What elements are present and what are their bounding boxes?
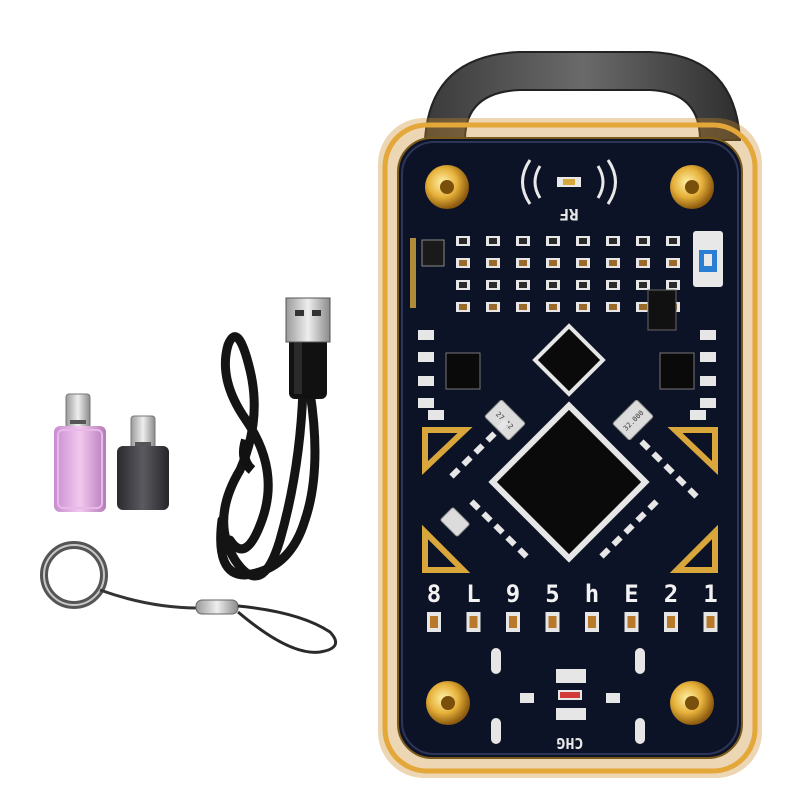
- resistor: [651, 451, 663, 463]
- segment-digit: 8: [427, 580, 441, 608]
- smd-part: [700, 330, 716, 340]
- secondary-chip: [532, 323, 606, 397]
- resistor: [639, 439, 651, 451]
- resistor: [687, 487, 699, 499]
- resistor: [611, 535, 623, 547]
- resistor: [517, 547, 529, 559]
- crystal-right: 32.000: [612, 399, 654, 441]
- led-body: [667, 616, 675, 628]
- smd-part-center: [489, 304, 497, 310]
- side-chip-right: [659, 352, 695, 390]
- led-body: [588, 616, 596, 628]
- smd-part-center: [579, 282, 587, 288]
- smd-part-center: [519, 304, 527, 310]
- smd-part-center: [609, 260, 617, 266]
- smd-part-center: [459, 238, 467, 244]
- smd-part-center: [549, 238, 557, 244]
- smd-part: [700, 398, 716, 408]
- smd-part-center: [489, 282, 497, 288]
- smd-part-center: [609, 238, 617, 244]
- led-body: [509, 616, 517, 628]
- segment-digit: 1: [703, 580, 717, 608]
- segment-digit: 9: [506, 580, 520, 608]
- smd-part: [418, 330, 434, 340]
- smd-part-center: [519, 282, 527, 288]
- pink-usb-c-adapter: [54, 393, 106, 512]
- usb-cable: [216, 297, 331, 581]
- resistor: [493, 523, 505, 535]
- resistor: [623, 523, 635, 535]
- rf-antenna-icon: [521, 159, 617, 205]
- smd-part-center: [459, 282, 467, 288]
- smd-part-center: [459, 304, 467, 310]
- segment-digit: 5: [545, 580, 559, 608]
- slide-switch: [693, 231, 723, 287]
- smd-part: [418, 398, 434, 408]
- keyring-lanyard: [40, 541, 338, 654]
- side-chip-left: [445, 352, 481, 390]
- led-body: [430, 616, 438, 628]
- smd-part-center: [609, 282, 617, 288]
- smd-part-center: [549, 282, 557, 288]
- segment-digit: E: [624, 580, 638, 608]
- resistor: [473, 443, 485, 455]
- smd-part: [700, 376, 716, 386]
- smd-part-center: [579, 238, 587, 244]
- led-body: [706, 616, 715, 628]
- rf-label: RF: [559, 205, 578, 224]
- smd-part-center: [549, 304, 557, 310]
- charge-label: CHG: [556, 734, 583, 752]
- smd-part-center: [489, 260, 497, 266]
- resistor: [497, 419, 509, 431]
- resistor: [599, 547, 611, 559]
- smd-part-center: [639, 260, 647, 266]
- led-body: [469, 616, 478, 628]
- bottom-components: [491, 648, 645, 744]
- smd-part-center: [609, 304, 617, 310]
- smd-part-center: [639, 282, 647, 288]
- led-body: [548, 616, 557, 628]
- resistor-chains: [449, 419, 699, 559]
- resistor: [635, 511, 647, 523]
- resistor: [485, 431, 497, 443]
- segment-digit: 2: [664, 580, 678, 608]
- resistor: [647, 499, 659, 511]
- resistor: [449, 467, 461, 479]
- smd-part-center: [669, 260, 677, 266]
- gold-triangles: [422, 427, 718, 573]
- smd-part-center: [669, 238, 677, 244]
- smd-part-center: [579, 304, 587, 310]
- smd-part-center: [519, 260, 527, 266]
- smd-part: [690, 410, 706, 420]
- resistor: [663, 463, 675, 475]
- led-row: [427, 612, 718, 632]
- smd-part: [428, 410, 444, 420]
- smd-components: [410, 236, 716, 420]
- smd-part-center: [579, 260, 587, 266]
- mounting-screws: [425, 165, 714, 725]
- resistor: [461, 455, 473, 467]
- smd-part: [700, 352, 716, 362]
- segment-digit: h: [585, 580, 599, 608]
- smd-part-center: [639, 238, 647, 244]
- device-strap: [423, 51, 742, 141]
- black-usb-c-adapter: [117, 415, 169, 510]
- smd-part-center: [459, 260, 467, 266]
- resistor: [481, 511, 493, 523]
- segment-digit: L: [466, 580, 480, 608]
- resistor: [675, 475, 687, 487]
- smd-part-center: [549, 260, 557, 266]
- smd-part-center: [669, 282, 677, 288]
- smd-part-center: [489, 238, 497, 244]
- smd-part-center: [519, 238, 527, 244]
- resistor: [505, 535, 517, 547]
- smd-part-center: [639, 304, 647, 310]
- smd-part: [418, 376, 434, 386]
- smd-part: [418, 352, 434, 362]
- resistor: [469, 499, 481, 511]
- led-body: [627, 616, 636, 628]
- crystal-small: [440, 507, 470, 537]
